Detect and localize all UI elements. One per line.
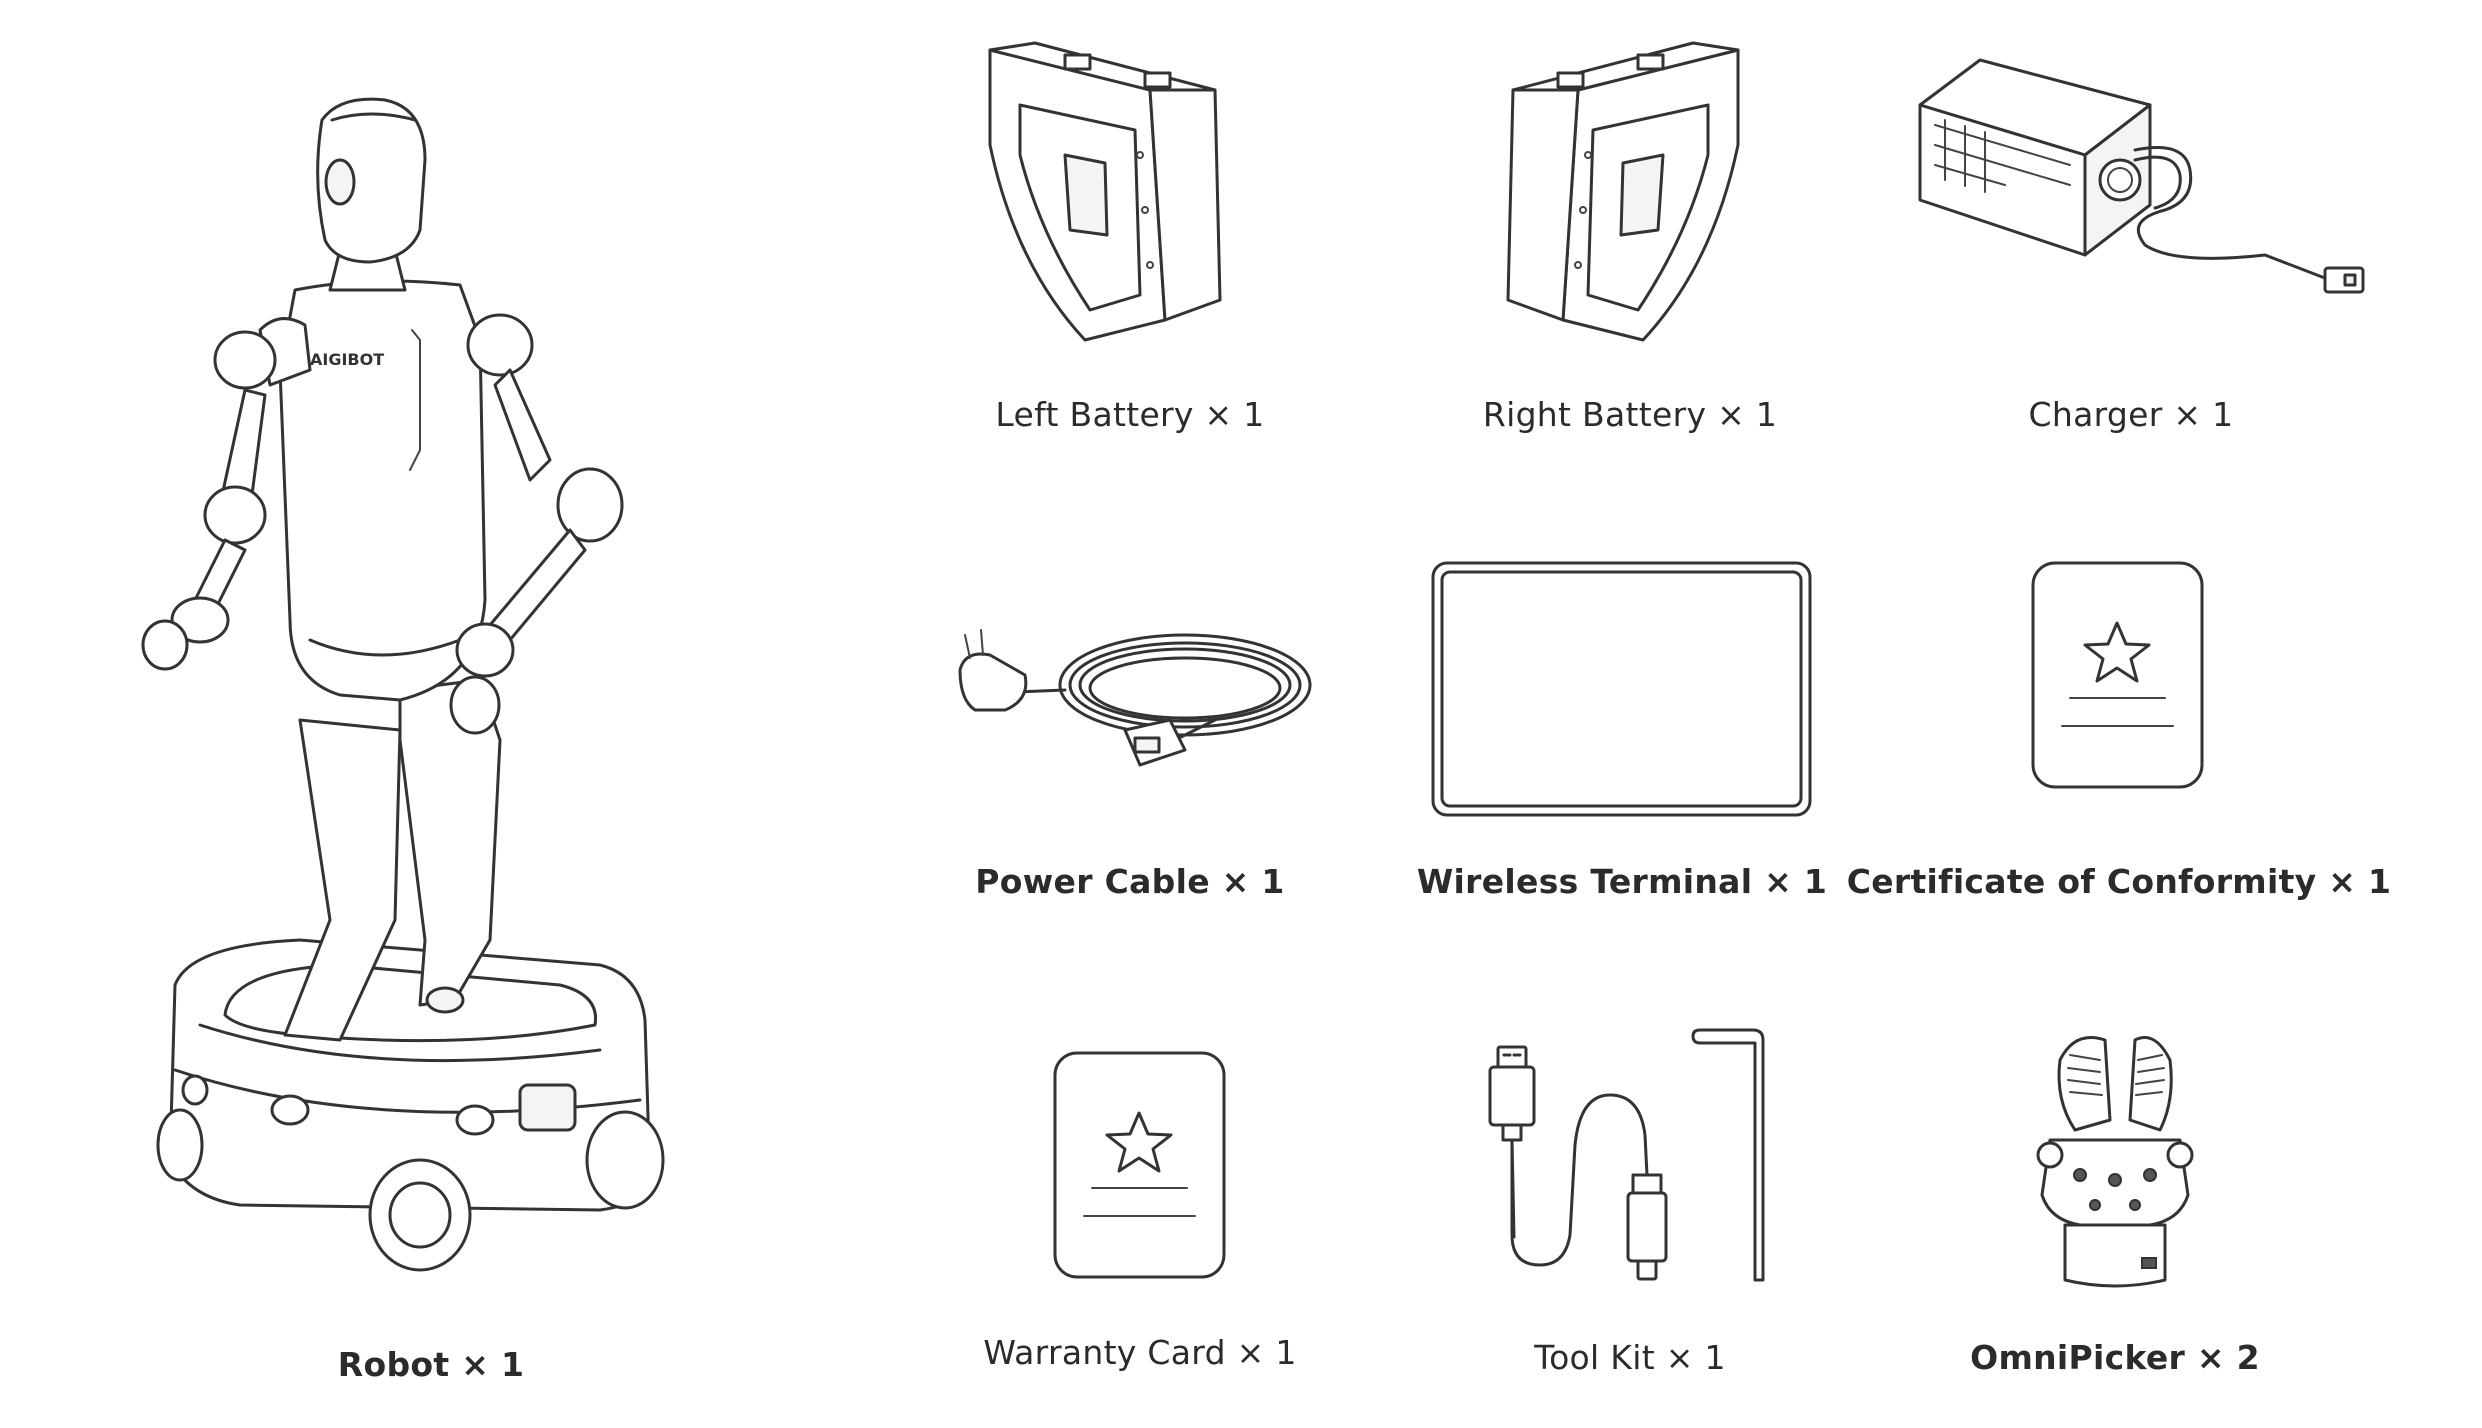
- right-battery-label: Right Battery × 1: [1482, 395, 1778, 434]
- power-cable-illustration: [958, 629, 1312, 767]
- power-cable-label: Power Cable × 1: [975, 862, 1285, 901]
- tool-kit-label: Tool Kit × 1: [1534, 1338, 1726, 1377]
- charger-illustration: [1918, 58, 2365, 294]
- left-battery-label: Left Battery × 1: [995, 395, 1265, 434]
- warranty-card-label: Warranty Card × 1: [983, 1333, 1297, 1372]
- omnipicker-label: OmniPicker × 2: [1970, 1338, 2260, 1377]
- certificate-label: Certificate of Conformity × 1: [1846, 862, 2392, 901]
- tool-kit-illustration: [1488, 1028, 1765, 1282]
- certificate-illustration: [2031, 561, 2204, 789]
- robot-illustration: AIGIBOT: [141, 97, 665, 1272]
- omnipicker-illustration: [2036, 1036, 2194, 1288]
- robot-brand-text: AIGIBOT: [310, 350, 384, 369]
- right-battery-illustration: [1506, 41, 1740, 342]
- charger-label: Charger × 1: [2028, 395, 2234, 434]
- wireless-terminal-label: Wireless Terminal × 1: [1416, 862, 1828, 901]
- left-battery-illustration: [988, 41, 1222, 342]
- wireless-terminal-illustration: [1431, 561, 1812, 817]
- robot-label: Robot × 1: [337, 1345, 525, 1384]
- warranty-card-illustration: [1053, 1051, 1226, 1279]
